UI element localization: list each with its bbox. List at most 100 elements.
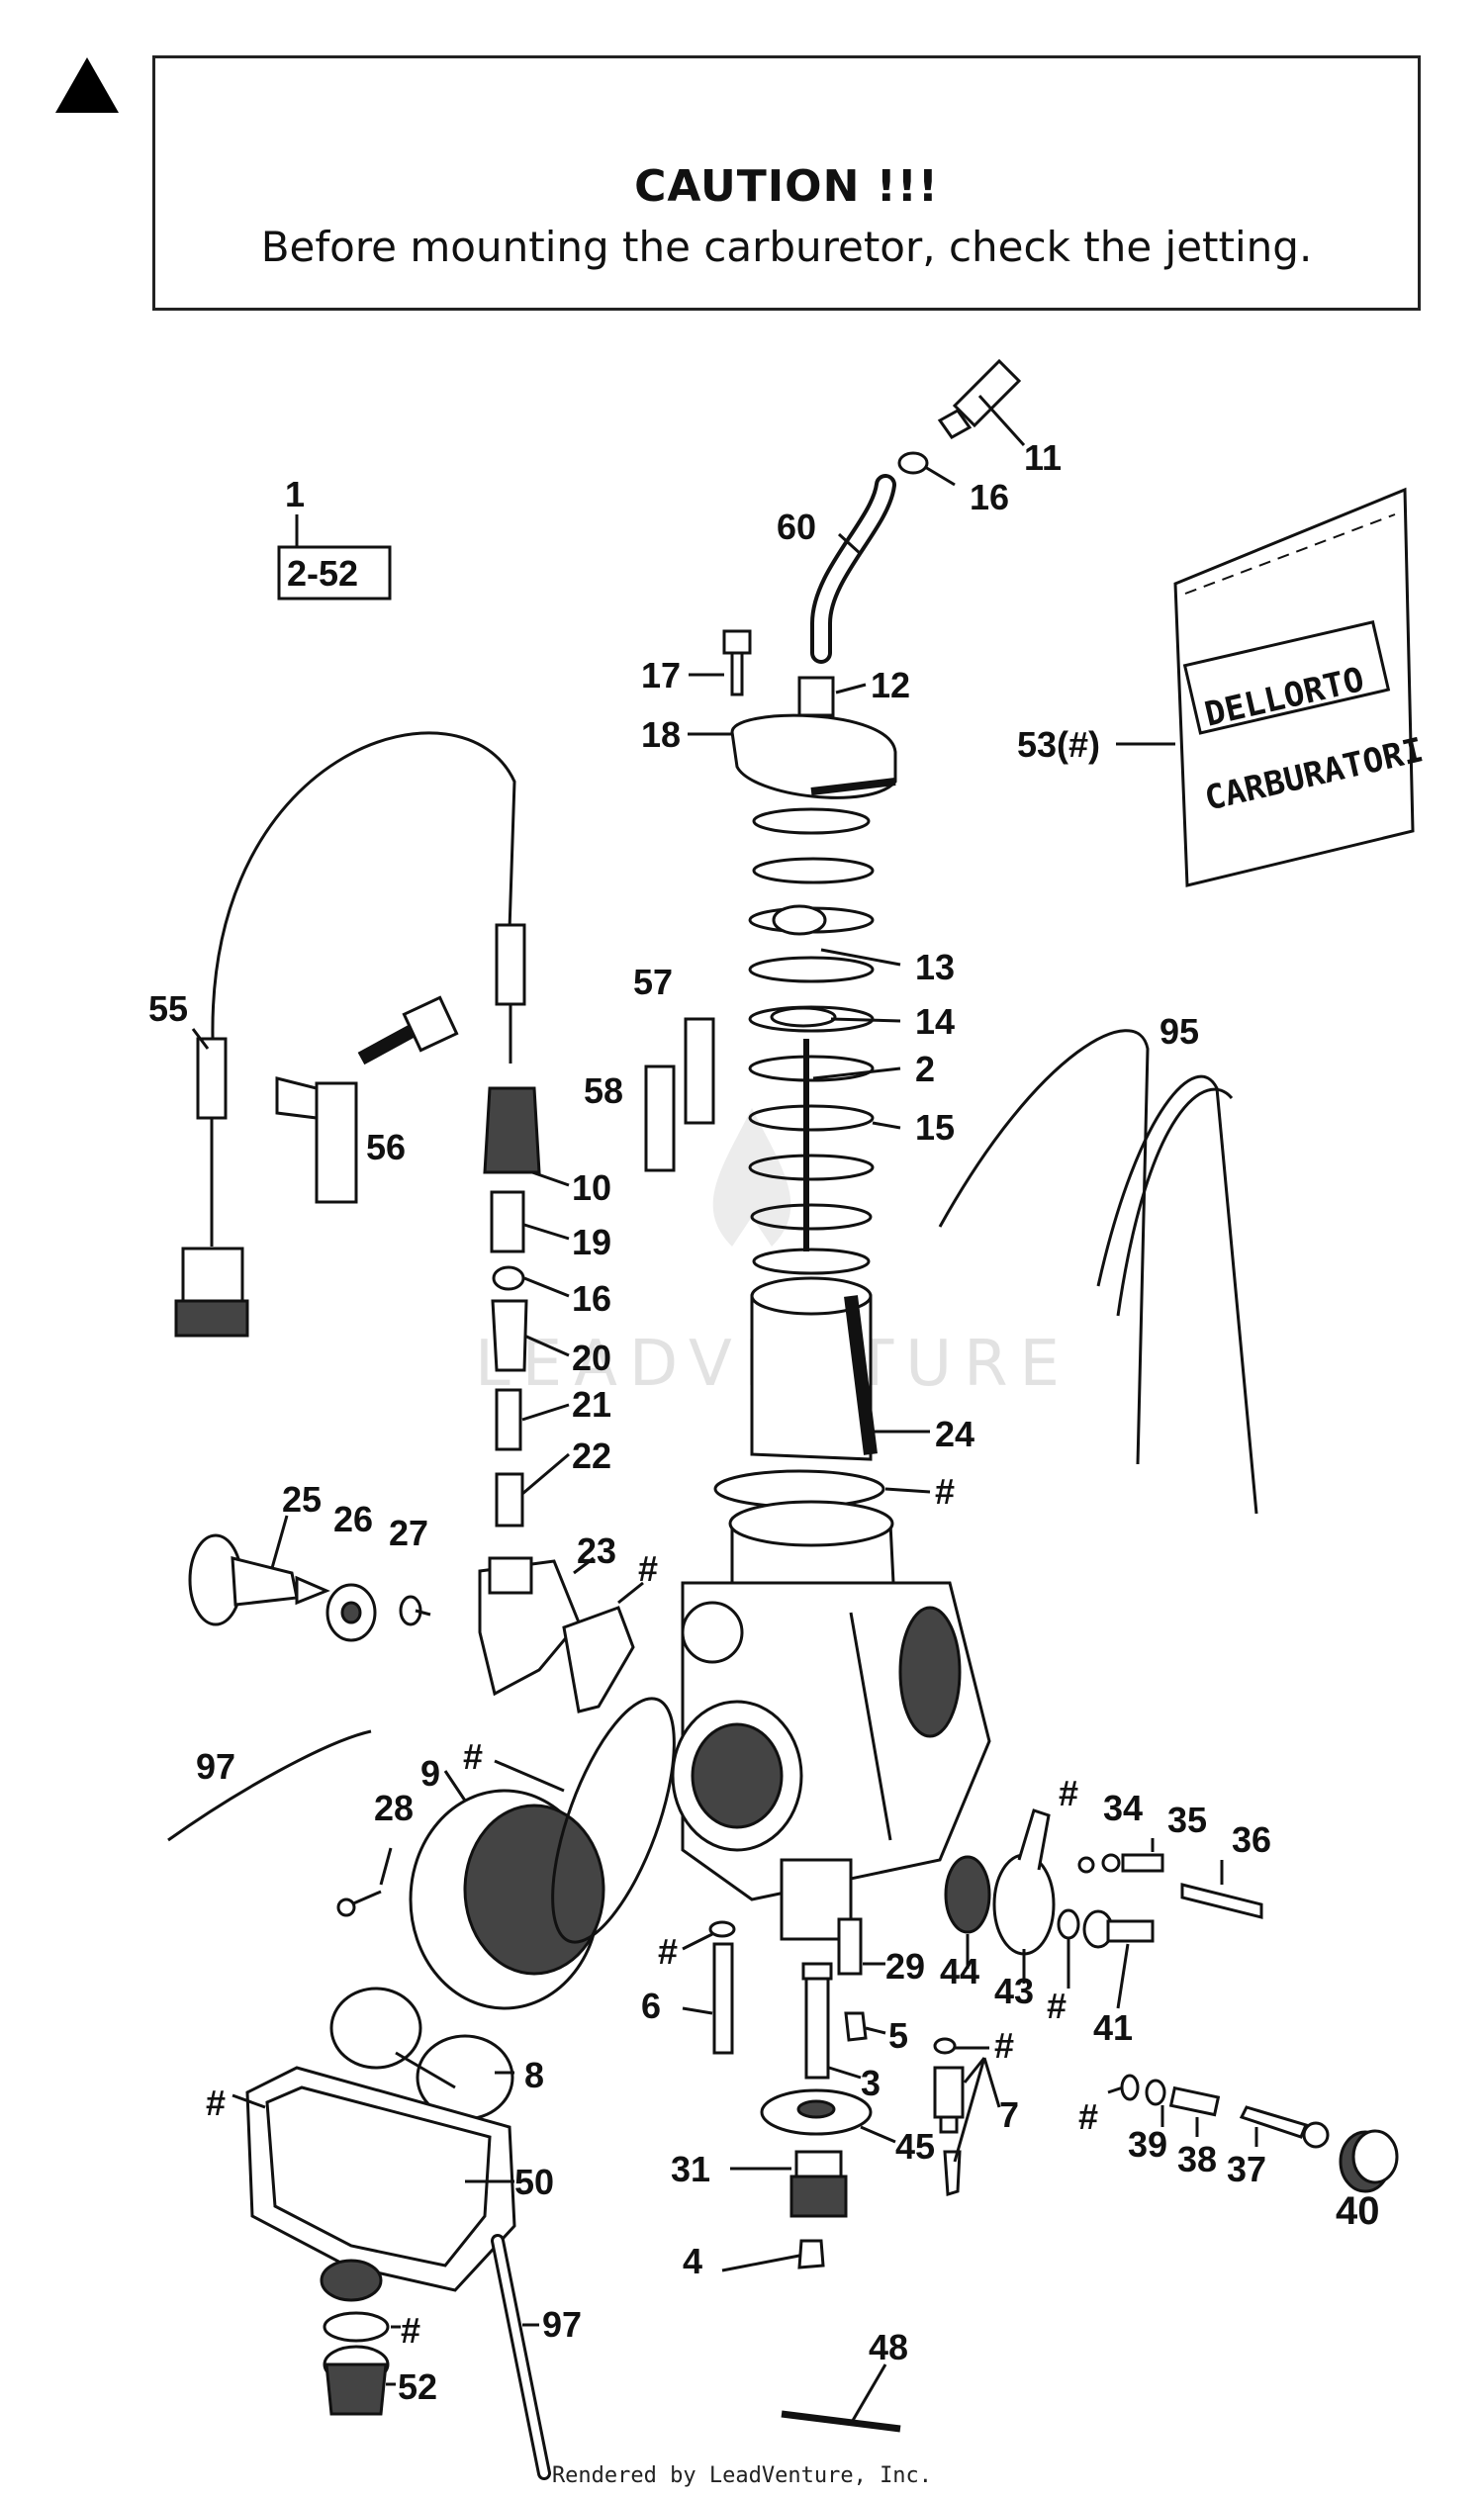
callout-3: 3	[861, 2063, 881, 2103]
filter-gasket	[551, 1697, 676, 1944]
callout-hash-filter: #	[463, 1736, 483, 1777]
caution-title: CAUTION !!!	[634, 161, 939, 212]
callout-hash-34: #	[1059, 1773, 1078, 1813]
kit-range-box	[277, 545, 392, 601]
part-24-throttle-slide	[750, 1276, 878, 1461]
part-97-hose	[167, 1729, 372, 1842]
callout-55: 55	[148, 988, 188, 1029]
part-95-hoses	[938, 1029, 1258, 1515]
callout-18: 18	[641, 714, 681, 755]
part-14-clip	[770, 1006, 837, 1028]
part-31-main-jet-holder	[789, 2150, 848, 2218]
warning-triangle-icon	[55, 57, 119, 113]
callout-hash-7: #	[994, 2025, 1014, 2066]
callout-24: 24	[935, 1414, 974, 1454]
part-50-float-bowl	[245, 2066, 516, 2302]
part-16-nut	[492, 1265, 525, 1291]
carburetor-body	[671, 1500, 991, 1941]
part-seal-41	[1057, 1908, 1080, 1940]
callout-43: 43	[994, 1971, 1034, 2011]
part-10-boot	[483, 1086, 541, 1174]
callout-56: 56	[366, 1127, 406, 1167]
callout-10: 10	[572, 1167, 611, 1208]
callout-26: 26	[333, 1499, 373, 1539]
part-17-screw	[722, 629, 752, 696]
part-13-retainer	[772, 904, 827, 936]
part-21-spring	[495, 1388, 522, 1451]
leader-16a	[924, 465, 956, 487]
part-15-spring	[748, 807, 875, 1275]
callout-kit-range: 2-52	[287, 553, 358, 594]
part-37-mixture-screw	[1239, 2105, 1330, 2149]
part-52-seal	[323, 2311, 390, 2343]
callout-95: 95	[1159, 1011, 1199, 1052]
part-27-screw	[399, 1595, 431, 1626]
callout-12: 12	[871, 665, 910, 705]
callout-40: 40	[1336, 2189, 1380, 2233]
part-7-washer	[933, 2037, 957, 2055]
callout-19: 19	[572, 1222, 611, 1262]
part-26-nut	[325, 1583, 377, 1642]
callout-37: 37	[1227, 2149, 1266, 2189]
callout-2: 2	[915, 1049, 935, 1089]
callout-25: 25	[282, 1479, 322, 1520]
part-29-jet	[837, 1917, 863, 1976]
callout-23: 23	[577, 1530, 616, 1571]
callout-39: 39	[1128, 2124, 1167, 2165]
callout-labels: 11 16 60 17 12 18 53(#) 13 14 2 15 57 58…	[148, 437, 1380, 2407]
callout-11: 11	[1024, 437, 1062, 478]
callout-41: 41	[1093, 2007, 1133, 2048]
callout-36: 36	[1232, 1819, 1271, 1860]
part-35-spring	[1121, 1853, 1164, 1873]
caution-text: Before mounting the carburetor, check th…	[260, 223, 1313, 271]
part-36-screw	[1180, 1883, 1263, 1919]
part-48-rod	[781, 2410, 901, 2433]
callout-28: 28	[374, 1788, 414, 1828]
part-56-adjuster	[275, 995, 459, 1204]
part-19-adjuster-screw	[490, 1190, 525, 1253]
part-23-gasket	[562, 1606, 635, 1713]
part-39-washer	[1145, 2079, 1166, 2106]
callout-14: 14	[915, 1001, 955, 1042]
callout-20: 20	[572, 1338, 611, 1378]
callout-60: 60	[777, 507, 816, 547]
part-8-float	[329, 1987, 514, 2121]
callout-hash-52: #	[401, 2310, 420, 2351]
callout-21: 21	[572, 1384, 611, 1425]
part-3-emulsion-tube	[801, 1962, 833, 2080]
callout-29: 29	[885, 1946, 925, 1987]
part-23-starter-housing	[478, 1556, 581, 1697]
callout-8: 8	[524, 2055, 544, 2095]
caution-box: CAUTION !!! Before mounting the carburet…	[152, 55, 1421, 311]
callout-hash-39: #	[1078, 2096, 1098, 2137]
callout-27: 27	[389, 1513, 428, 1553]
part-4-jet	[797, 2239, 825, 2269]
part-25-idle-screw	[188, 1533, 330, 1626]
part-45-baffle	[760, 2088, 873, 2136]
jet-kit-bag	[1173, 487, 1415, 887]
callout-38: 38	[1177, 2139, 1217, 2179]
part-55-cable	[174, 731, 526, 1338]
callout-6: 6	[641, 1986, 661, 2026]
callout-9: 9	[420, 1753, 440, 1794]
callout-15: 15	[915, 1107, 955, 1148]
part-52-drain-plug	[323, 2345, 390, 2416]
part-34-washer	[1101, 1853, 1121, 1873]
callout-hash-6: #	[658, 1931, 678, 1972]
part-12-nipple	[797, 676, 835, 717]
footer-credit: Rendered by LeadVenture, Inc.	[551, 2463, 933, 2488]
callout-97-top: 97	[196, 1746, 235, 1787]
callout-17: 17	[641, 655, 681, 695]
part-58-tube	[644, 1065, 676, 1172]
callout-kit-number: 1	[285, 474, 305, 514]
callout-hash-ring: #	[935, 1471, 955, 1512]
part-18-cap	[730, 713, 897, 799]
callout-hash-41: #	[1047, 1986, 1067, 2026]
part-9-air-filter	[409, 1789, 605, 2010]
callout-34: 34	[1103, 1788, 1143, 1828]
callout-31: 31	[671, 2149, 710, 2189]
callout-97-bottom: 97	[542, 2304, 582, 2345]
part-41-banjo-bolt	[1082, 1909, 1155, 1949]
callout-45: 45	[895, 2126, 935, 2167]
